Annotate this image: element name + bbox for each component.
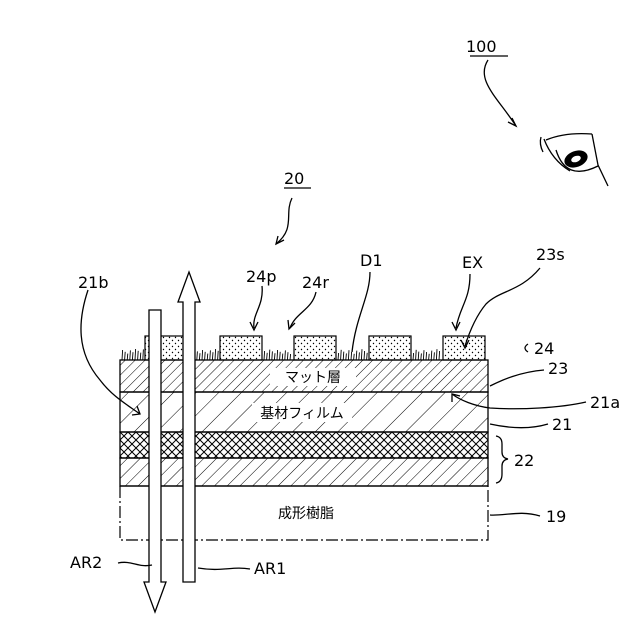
label-24: 24: [534, 339, 554, 358]
label-21b: 21b: [78, 273, 109, 292]
layer-22-lower: [120, 458, 488, 486]
label-20: 20: [284, 169, 304, 188]
eye-icon: [540, 134, 608, 186]
label-d1: D1: [360, 251, 383, 270]
label-24p: 24p: [246, 267, 277, 286]
label-ar2: AR2: [70, 553, 102, 572]
label-ar1: AR1: [254, 559, 286, 578]
label-23: 23: [548, 359, 568, 378]
label-ex: EX: [462, 253, 483, 272]
label-100: 100: [466, 37, 497, 56]
molded-resin-label: 成形樹脂: [278, 506, 334, 522]
base-film-label: 基材フィルム: [260, 405, 343, 422]
label-21a: 21a: [590, 393, 620, 412]
label-24r: 24r: [302, 273, 329, 292]
mat-layer-label: マット層: [285, 370, 341, 386]
label-23s: 23s: [536, 245, 565, 264]
layer-22-upper: [120, 432, 488, 458]
label-19: 19: [546, 507, 566, 526]
label-22: 22: [514, 451, 534, 470]
label-21: 21: [552, 415, 572, 434]
